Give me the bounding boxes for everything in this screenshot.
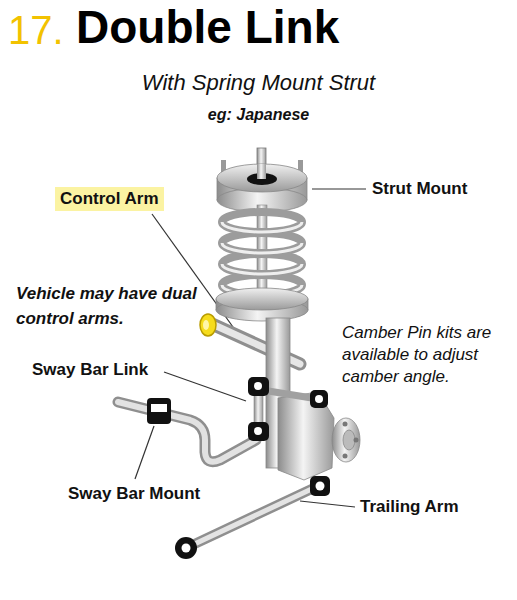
part-name: Sway Bar Link (32, 360, 148, 380)
part-name: Sway Bar Mount (68, 484, 200, 504)
sway-bar (118, 402, 256, 462)
part-name: Trailing Arm (360, 497, 459, 517)
part-name: Strut Mount (372, 179, 467, 199)
callout-number: 17. (8, 6, 64, 54)
rubber-bushings (175, 377, 330, 559)
note-text: Vehicle may have dual control arms. (16, 282, 198, 331)
trailing-arm (186, 486, 318, 548)
diagram-title: Double Link (76, 0, 339, 54)
part-name: Control Arm (60, 189, 159, 209)
leader-lines (135, 189, 366, 507)
yellow-bushing (200, 314, 216, 336)
subtitle: With Spring Mount Strut (0, 70, 517, 96)
note-text: Camber Pin kits are available to adjust … (342, 322, 512, 388)
example-note: eg: Japanese (0, 105, 517, 124)
coil-spring (222, 212, 302, 295)
highlight-box: Control Arm (55, 187, 164, 211)
wheel-hub (332, 418, 360, 462)
sway-bar-mount (147, 398, 171, 424)
